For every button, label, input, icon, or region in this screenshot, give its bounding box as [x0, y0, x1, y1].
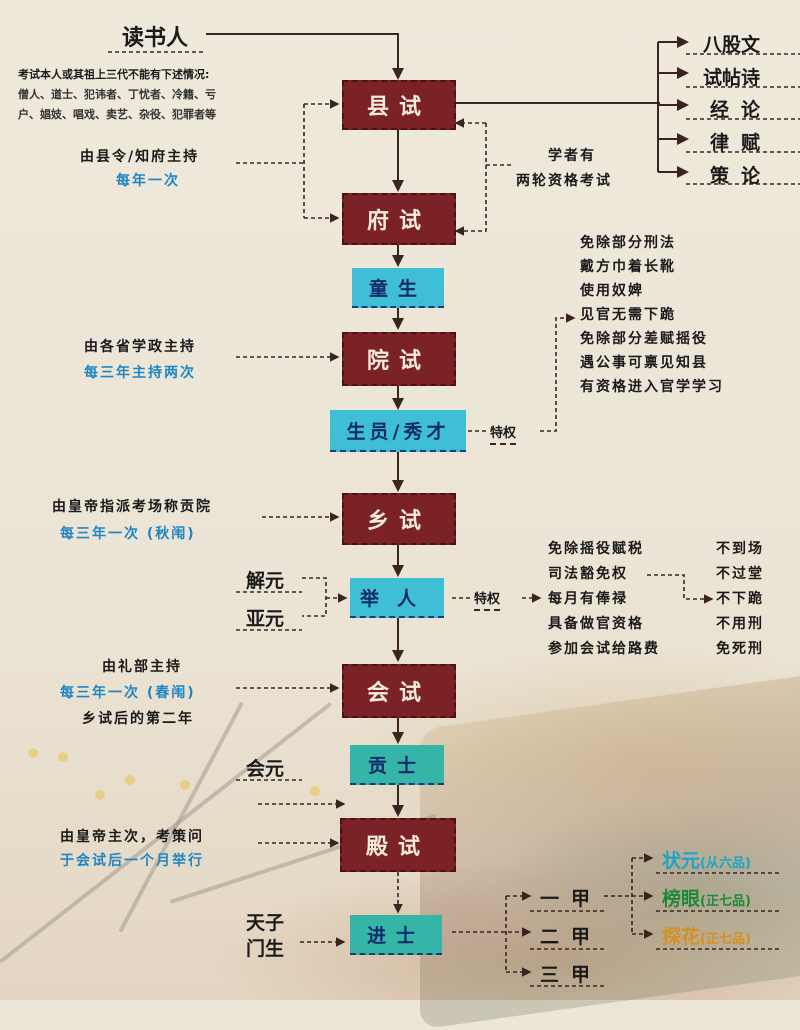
title-tongsheng[interactable]: 童生	[352, 268, 444, 308]
note-xianshi-freq: 每年一次	[116, 173, 180, 189]
top-bangyan: 榜眼(正七品)	[662, 884, 751, 911]
privilege-item: 免除部分刑法	[580, 235, 676, 251]
note-huishi-when: 乡试后的第二年	[82, 711, 194, 727]
privilege-item: 免除部分差赋摇役	[580, 331, 708, 347]
tanhua-name: 探花	[662, 926, 701, 948]
title-gongshi[interactable]: 贡士	[350, 745, 444, 785]
bangyan-rank: (正七品)	[700, 894, 751, 909]
title-juren[interactable]: 举人	[350, 578, 444, 618]
exam-dianshi[interactable]: 殿试	[340, 818, 456, 872]
note-two-rounds-1: 学者有	[548, 148, 596, 164]
immunity-item: 不过堂	[716, 566, 764, 582]
title-jinshi[interactable]: 进士	[350, 915, 442, 955]
privilege-item: 见官无需下跪	[580, 307, 676, 323]
jia-first: 一甲	[540, 888, 603, 910]
exam-yuanshi[interactable]: 院试	[342, 332, 456, 386]
restriction-heading: 考试本人或其祖上三代不能有下述情况:	[18, 68, 210, 81]
tanhua-rank: (正七品)	[700, 932, 751, 947]
jia-second: 二甲	[540, 926, 603, 948]
blossom-decoration	[58, 752, 68, 762]
rank-huiyuan: 会元	[246, 758, 285, 780]
blossom-decoration	[28, 748, 38, 758]
shengyuan-privilege-list: 免除部分刑法 戴方巾着长靴 使用奴婢 见官无需下跪 免除部分差赋摇役 遇公事可禀…	[580, 232, 724, 400]
rank-yayuan: 亚元	[246, 608, 285, 630]
privilege-item: 每月有俸禄	[548, 591, 628, 607]
privilege-item: 参加会试给路费	[548, 641, 660, 657]
juren-privilege-list: 免除摇役赋税 司法豁免权 每月有俸禄 具备做官资格 参加会试给路费	[548, 538, 660, 663]
note-xiangshi-host: 由皇帝指派考场称贡院	[52, 499, 212, 515]
bangyan-name: 榜眼	[662, 888, 701, 910]
title-shengyuan-xiucai[interactable]: 生员/秀才	[330, 410, 466, 452]
note-two-rounds-2: 两轮资格考试	[516, 173, 612, 189]
exam-xiangshi[interactable]: 乡试	[342, 493, 456, 545]
jinshi-label-mensheng: 门生	[246, 938, 285, 960]
privilege-label-shengyuan: 特权	[490, 422, 517, 445]
top-zhuangyuan: 状元(从六品)	[662, 846, 751, 873]
restriction-line-2: 户、娼妓、唱戏、卖艺、杂役、犯罪者等	[18, 108, 216, 121]
restriction-line-1: 僧人、道士、犯讳者、丁忧者、冷籍、亏	[18, 88, 216, 101]
privilege-item: 司法豁免权	[548, 566, 628, 582]
immunity-item: 免死刑	[716, 641, 764, 657]
note-huishi-host: 由礼部主持	[102, 659, 182, 675]
note-yuanshi-freq: 每三年主持两次	[84, 365, 196, 381]
note-xiangshi-freq: 每三年一次 (秋闱)	[60, 526, 196, 542]
exam-huishi[interactable]: 会试	[342, 664, 456, 718]
note-dianshi-host: 由皇帝主次，考策问	[60, 829, 204, 845]
immunity-item: 不用刑	[716, 616, 764, 632]
note-xianshi-host: 由县令/知府主持	[80, 149, 200, 165]
privilege-item: 具备做官资格	[548, 616, 644, 632]
privilege-item: 免除摇役赋税	[548, 541, 644, 557]
blossom-decoration	[310, 786, 320, 796]
rank-jieyuan: 解元	[246, 570, 285, 592]
note-yuanshi-host: 由各省学政主持	[84, 339, 196, 355]
immunity-item: 不下跪	[716, 591, 764, 607]
top-tanhua: 探花(正七品)	[662, 922, 751, 949]
connector-lines	[108, 33, 800, 987]
privilege-item: 戴方巾着长靴	[580, 259, 676, 275]
privilege-item: 有资格进入官学学习	[580, 379, 724, 395]
blossom-decoration	[125, 775, 135, 785]
privilege-item: 使用奴婢	[580, 283, 644, 299]
subject-lufu: 律赋	[710, 132, 773, 154]
jia-third: 三甲	[540, 964, 603, 986]
subject-baguwen: 八股文	[703, 34, 761, 56]
subject-shitieshi: 试帖诗	[703, 67, 761, 89]
jinshi-label-tianzi: 天子	[246, 912, 285, 934]
exam-fushi[interactable]: 府试	[342, 193, 456, 245]
reader-node: 读书人	[122, 26, 189, 51]
immunity-item: 不到场	[716, 541, 764, 557]
zhuangyuan-name: 状元	[662, 850, 701, 872]
subject-celun: 策论	[710, 165, 773, 187]
zhuangyuan-rank: (从六品)	[700, 856, 751, 871]
subject-jinglun: 经论	[710, 99, 773, 121]
privilege-label-juren: 特权	[474, 588, 501, 611]
note-huishi-freq: 每三年一次 (春闱)	[60, 685, 196, 701]
blossom-decoration	[95, 790, 105, 800]
privilege-item: 遇公事可禀见知县	[580, 355, 708, 371]
exam-xianshi[interactable]: 县试	[342, 80, 456, 130]
judicial-immunity-list: 不到场 不过堂 不下跪 不用刑 免死刑	[716, 538, 764, 663]
blossom-decoration	[180, 780, 190, 790]
note-dianshi-when: 于会试后一个月举行	[60, 853, 204, 869]
